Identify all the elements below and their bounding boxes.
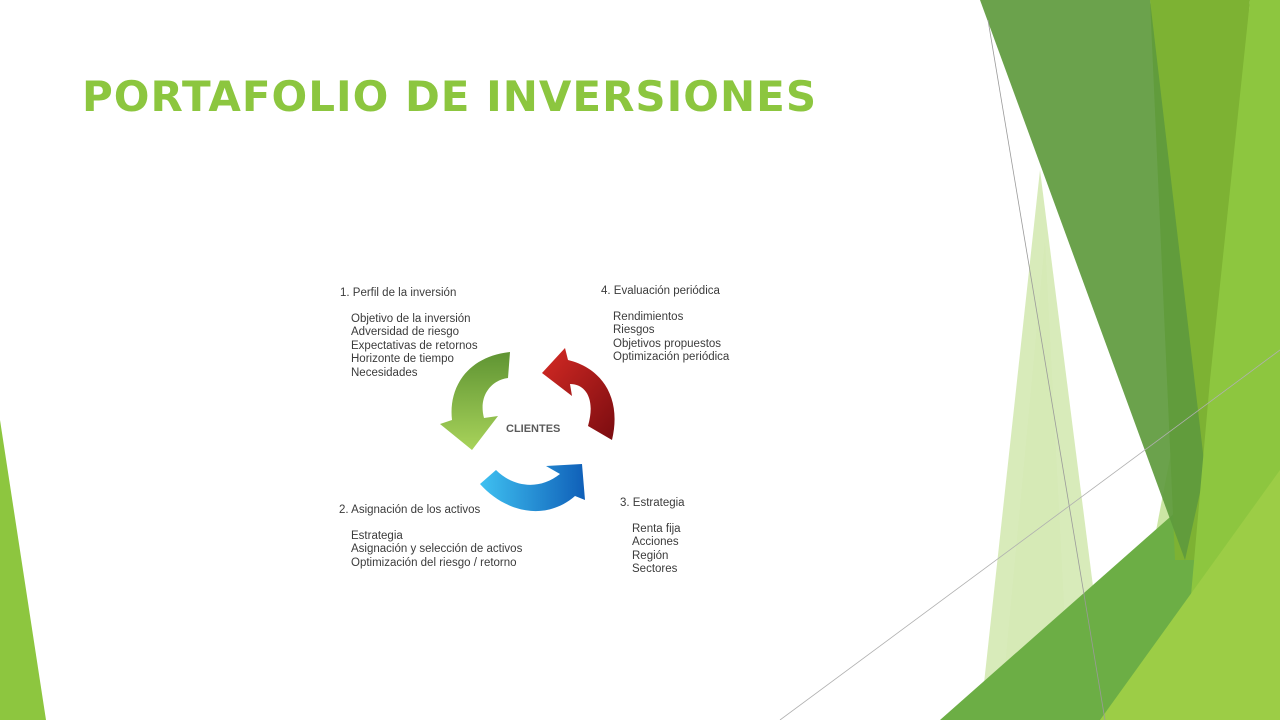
- step-item-list: Rendimientos Riesgos Objetivos propuesto…: [601, 311, 729, 365]
- step-item: Optimización periódica: [613, 351, 730, 363]
- step-item: Riesgos: [613, 324, 655, 336]
- step-item-list: Objetivo de la inversión Adversidad de r…: [340, 313, 478, 381]
- step-item: Adversidad de riesgo: [351, 326, 460, 338]
- step-item: Rendimientos: [613, 310, 684, 323]
- decor-left-edge-strip: [0, 420, 46, 720]
- blue-cycle-arrow: [480, 464, 585, 512]
- step-item: Optimización del riesgo / retorno: [351, 556, 517, 569]
- step-item: Objetivo de la inversión: [351, 312, 471, 325]
- step-item: Expectativas de retornos: [351, 339, 478, 352]
- step-item: Asignación y selección de activos: [351, 543, 523, 555]
- step-heading: 4. Evaluación periódica: [601, 285, 720, 297]
- decor-shape-dark-green: [980, 0, 1205, 560]
- step-asignacion-activos: 2. Asignación de los activos Estrategia …: [339, 504, 522, 570]
- step-item: Renta fija: [632, 522, 681, 535]
- red-cycle-arrow: [542, 348, 615, 440]
- step-evaluacion-periodica: 4. Evaluación periódica Rendimientos Rie…: [601, 285, 729, 365]
- step-heading: 2. Asignación de los activos: [339, 504, 481, 516]
- step-heading: 3. Estrategia: [620, 497, 685, 509]
- step-item: Objetivos propuestos: [613, 337, 722, 350]
- decor-thin-line-2: [779, 349, 1280, 720]
- step-item-list: Estrategia Asignación y selección de act…: [339, 530, 522, 571]
- step-item: Horizonte de tiempo: [351, 353, 454, 365]
- step-item: Necesidades: [351, 366, 418, 379]
- step-item: Región: [632, 549, 669, 562]
- decor-thin-line-1: [987, 19, 1106, 720]
- step-perfil-inversion: 1. Perfil de la inversión Objetivo de la…: [340, 287, 478, 380]
- step-estrategia: 3. Estrategia Renta fija Acciones Región…: [620, 497, 685, 577]
- slide-title: PORTAFOLIO DE INVERSIONES: [82, 72, 818, 121]
- decor-shape-lime-bottom: [1100, 470, 1280, 720]
- step-item: Acciones: [632, 536, 679, 548]
- step-item: Sectores: [632, 563, 678, 575]
- decor-shape-pale-green: [980, 170, 1110, 720]
- step-item-list: Renta fija Acciones Región Sectores: [620, 523, 685, 577]
- green-cycle-arrow: [440, 352, 510, 450]
- step-item: Estrategia: [351, 529, 403, 542]
- center-label-clientes: CLIENTES: [506, 423, 561, 435]
- step-heading: 1. Perfil de la inversión: [340, 287, 457, 299]
